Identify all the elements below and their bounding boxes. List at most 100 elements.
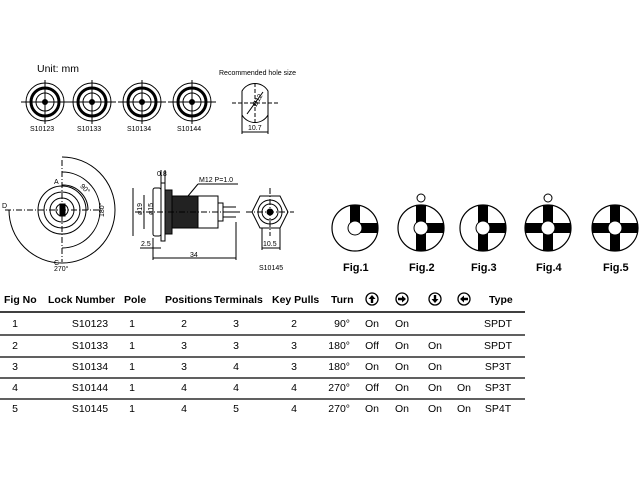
column-header: Pole xyxy=(124,294,146,306)
contact-arm-right xyxy=(620,223,638,233)
arrow-up-icon xyxy=(365,292,379,306)
table-cell: On xyxy=(395,403,409,415)
position-d-label: D xyxy=(2,203,7,210)
front-view-drawing xyxy=(5,156,116,264)
contact-arm-left xyxy=(525,223,543,233)
table-cell: 3 xyxy=(291,361,297,373)
figure-4: Fig.4 xyxy=(524,193,572,274)
table-cell: On xyxy=(395,382,409,394)
contact-arm-right xyxy=(553,223,571,233)
figure-5: Fig.5 xyxy=(591,204,639,274)
contact-arm-down xyxy=(416,233,426,251)
table-cell: 4 xyxy=(12,382,18,394)
table-cell: 180° xyxy=(328,361,350,373)
table-row: 1 S10123 1 2 3 2 90° On On SPDT xyxy=(0,318,525,336)
contact-arm-down xyxy=(478,233,488,251)
unit-label: Unit: mm xyxy=(37,63,79,75)
diameter-19-label: ø19 xyxy=(137,203,144,215)
top-connector-views: S10123 S10133 S10134 S10144 xyxy=(21,80,216,133)
column-header: Terminals xyxy=(214,294,263,306)
key-pull-marker xyxy=(416,193,426,203)
table-cell: On xyxy=(395,318,409,330)
table-cell: On xyxy=(395,340,409,352)
table-cell: On xyxy=(457,382,471,394)
figure-3: Fig.3 xyxy=(459,204,507,274)
table-cell: 3 xyxy=(181,361,187,373)
contact-arm-up xyxy=(350,205,360,223)
table-cell: On xyxy=(428,403,442,415)
table-cell: Off xyxy=(365,382,379,394)
contact-arm-right xyxy=(360,223,378,233)
column-header: Positions xyxy=(165,294,212,306)
contact-arm-up xyxy=(416,205,426,223)
table-cell: 1 xyxy=(129,318,135,330)
table-cell: On xyxy=(365,318,379,330)
column-header: Lock Number xyxy=(48,294,115,306)
column-header: Fig No xyxy=(4,294,37,306)
table-cell: On xyxy=(395,361,409,373)
table-cell: 1 xyxy=(129,403,135,415)
table-cell: 3 xyxy=(181,340,187,352)
table-cell: 3 xyxy=(233,318,239,330)
table-cell: S10123 xyxy=(72,318,108,330)
table-cell: 3 xyxy=(291,340,297,352)
table-cell: 270° xyxy=(328,403,350,415)
table-cell: 1 xyxy=(12,318,18,330)
table-cell: On xyxy=(365,361,379,373)
contact-arm-down xyxy=(610,233,620,251)
table-cell: 1 xyxy=(129,361,135,373)
contact-arm-up xyxy=(610,205,620,223)
arrow-down-icon xyxy=(428,292,442,306)
length-label: 34 xyxy=(190,252,198,259)
model-label: S10133 xyxy=(77,126,101,133)
hole-size-title: Recommended hole size xyxy=(219,70,296,77)
angle-180-label: 180° xyxy=(98,202,106,217)
table-cell: SP3T xyxy=(485,382,512,394)
column-header: Key Pulls xyxy=(272,294,319,306)
contact-arm-up xyxy=(543,205,553,223)
figure-2: Fig.2 xyxy=(397,193,445,274)
table-cell: 4 xyxy=(233,361,239,373)
model-label: S10123 xyxy=(30,126,54,133)
arrow-right-icon xyxy=(395,292,409,306)
table-cell: 90° xyxy=(334,318,350,330)
table-cell: On xyxy=(365,403,379,415)
table-cell: On xyxy=(428,361,442,373)
connector-icon xyxy=(68,80,116,124)
contact-arm-right xyxy=(426,223,444,233)
table-cell: 2 xyxy=(181,318,187,330)
position-a-label: A xyxy=(54,179,59,186)
table-cell: SPDT xyxy=(484,318,513,330)
table-cell: 1 xyxy=(129,340,135,352)
angle-270-label: 270° xyxy=(54,265,69,273)
table-cell: 3 xyxy=(233,340,239,352)
position-c-label: C xyxy=(54,260,59,267)
column-header: Type xyxy=(489,294,513,306)
table-cell: 270° xyxy=(328,382,350,394)
table-cell: 180° xyxy=(328,340,350,352)
column-header: Turn xyxy=(331,294,354,306)
model-label: S10134 xyxy=(127,126,151,133)
rear-width-label: 10.5 xyxy=(263,241,277,248)
table-cell: 4 xyxy=(291,382,297,394)
table-cell: SP4T xyxy=(485,403,512,415)
figure-label: Fig.3 xyxy=(471,262,497,274)
table-cell: On xyxy=(457,403,471,415)
connector-icon xyxy=(168,80,216,124)
diameter-15-label: ø15 xyxy=(148,203,155,215)
rear-model-label: S10145 xyxy=(259,265,283,272)
flange-thickness-label: 0.8 xyxy=(157,171,167,178)
hole-size-drawing xyxy=(232,82,278,134)
table-cell: S10134 xyxy=(72,361,108,373)
contact-arm-left xyxy=(592,223,610,233)
model-label: S10144 xyxy=(177,126,201,133)
table-cell: 4 xyxy=(181,403,187,415)
table-cell: SP3T xyxy=(485,361,512,373)
table-cell: 2 xyxy=(291,318,297,330)
figure-label: Fig.5 xyxy=(603,262,629,274)
